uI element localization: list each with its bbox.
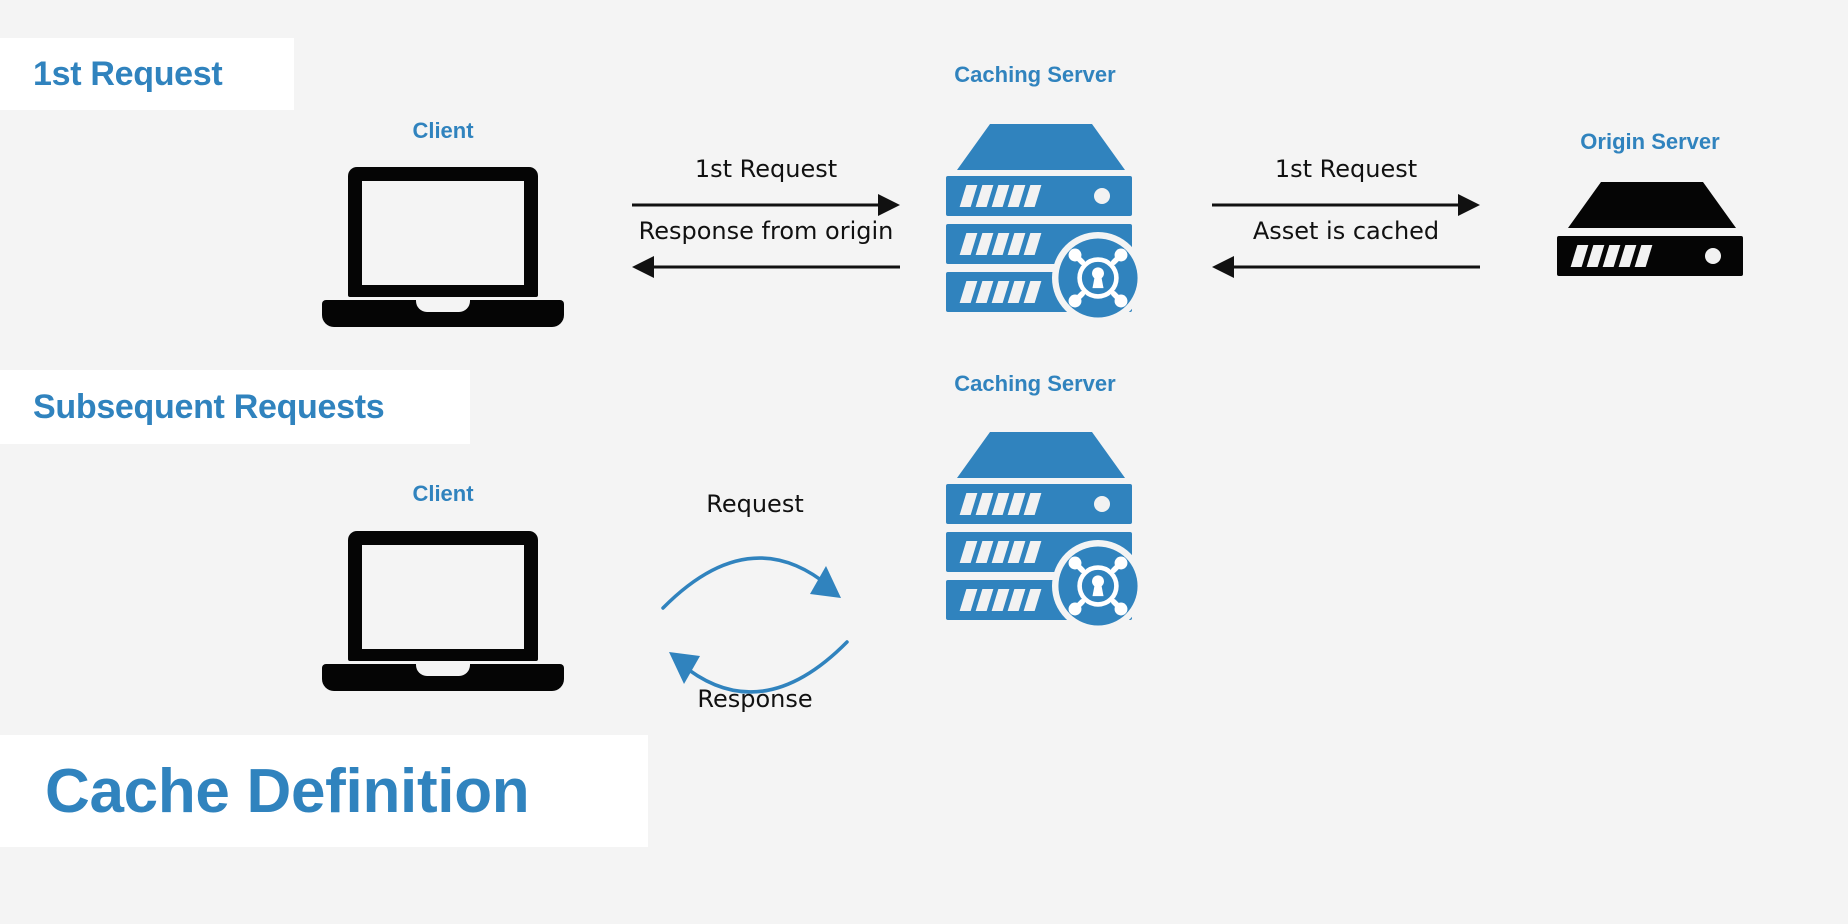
label-client-subsequent-row: Client [412, 481, 474, 506]
server-top-trapezoid [957, 124, 1125, 170]
section-band-cache-definition: Cache Definition [0, 735, 648, 847]
curved-arrow-response [678, 640, 849, 694]
arrow-label-first-request-right: 1st Request [1274, 155, 1418, 183]
section-title-subsequent-requests: Subsequent Requests [33, 387, 385, 426]
arrow-left-response-from-origin [632, 256, 900, 278]
server-top-trapezoid [1568, 182, 1736, 228]
server-rack-icon-origin [1557, 182, 1747, 302]
arrow-left-asset-is-cached [1212, 256, 1480, 278]
laptop-icon-client-first-row [322, 167, 564, 327]
arrow-group-curved-request-response: Request Response [655, 490, 855, 720]
server-rack-icon-caching-subsequent-row [946, 432, 1144, 632]
arrow-group-client-cache: 1st Request Response from origin [632, 155, 900, 290]
security-network-icon [1052, 540, 1144, 632]
server-led-indicator [1705, 248, 1721, 264]
server-slashes [959, 493, 1042, 515]
server-slashes [1570, 245, 1653, 267]
section-band-first-request: 1st Request [0, 38, 294, 110]
security-network-icon [1052, 232, 1144, 324]
laptop-icon-client-subsequent-row [322, 531, 564, 691]
curved-arrow-request [661, 556, 832, 610]
server-bar-1 [946, 484, 1132, 524]
laptop-display [362, 545, 524, 649]
label-caching-server-first-row: Caching Server [954, 62, 1116, 87]
server-slashes [959, 233, 1042, 255]
laptop-notch [416, 300, 470, 312]
curved-arrows-svg [661, 556, 849, 694]
arrow-right-first-request-left [632, 194, 900, 216]
server-slashes [959, 185, 1042, 207]
arrow-group-cache-origin: 1st Request Asset is cached [1212, 155, 1480, 290]
server-bar-1 [1557, 236, 1743, 276]
arrow-label-response: Response [697, 685, 813, 713]
server-slashes [959, 589, 1042, 611]
server-led-indicator [1094, 188, 1110, 204]
arrow-label-first-request-left: 1st Request [694, 155, 838, 183]
laptop-notch [416, 664, 470, 676]
arrow-label-request: Request [706, 490, 804, 518]
laptop-screen [348, 167, 538, 297]
arrow-label-asset-is-cached: Asset is cached [1252, 217, 1440, 245]
laptop-display [362, 181, 524, 285]
label-client-first-row: Client [412, 118, 474, 143]
section-band-subsequent-requests: Subsequent Requests [0, 370, 470, 444]
server-slashes [959, 541, 1042, 563]
label-caching-server-subsequent-row: Caching Server [954, 371, 1116, 396]
laptop-screen [348, 531, 538, 661]
section-title-first-request: 1st Request [33, 54, 223, 93]
server-led-indicator [1094, 496, 1110, 512]
server-bar-1 [946, 176, 1132, 216]
label-origin-server: Origin Server [1580, 129, 1720, 154]
arrow-label-response-from-origin: Response from origin [638, 217, 894, 245]
arrow-right-first-request-right [1212, 194, 1480, 216]
section-title-cache-definition: Cache Definition [45, 756, 530, 826]
server-top-trapezoid [957, 432, 1125, 478]
server-rack-icon-caching-first-row [946, 124, 1144, 324]
server-slashes [959, 281, 1042, 303]
